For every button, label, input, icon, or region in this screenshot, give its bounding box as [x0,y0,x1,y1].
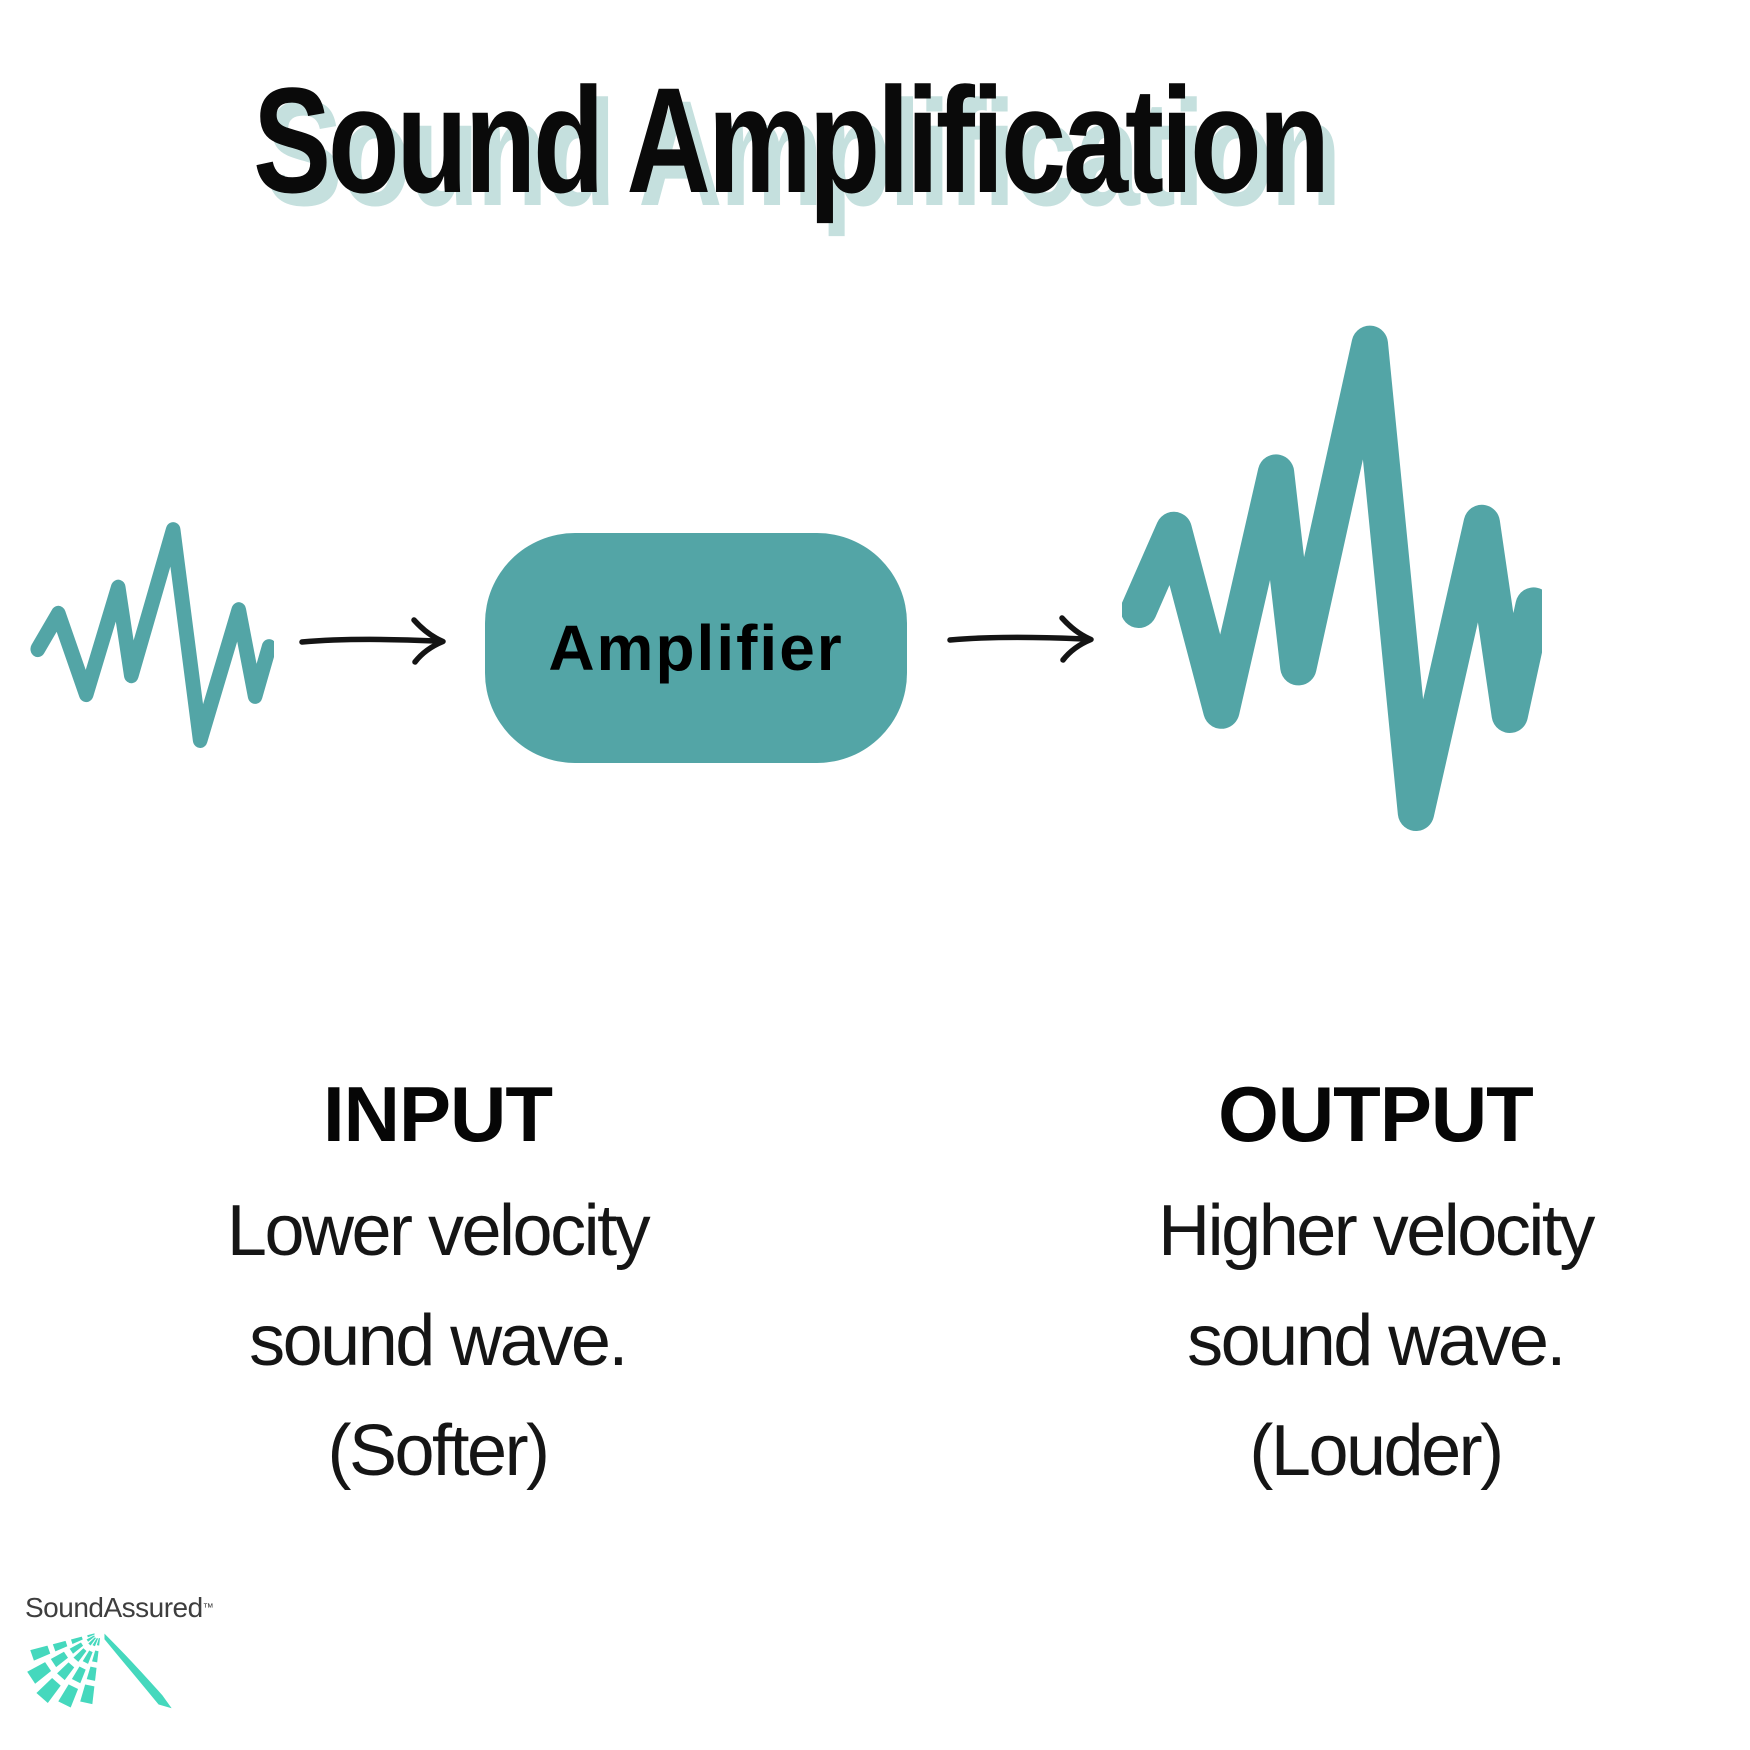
input-sound-wave-icon [30,522,274,748]
output-description: Higher velocity sound wave. (Louder) [1158,1190,1595,1491]
output-label-block: OUTPUT Higher velocity sound wave. (Loud… [1133,1068,1618,1506]
output-heading: OUTPUT [1218,1070,1534,1158]
amplifier-box: Amplifier [485,533,907,763]
amplifier-label: Amplifier [548,612,844,684]
input-label-block: INPUT Lower velocity sound wave. (Softer… [195,1068,680,1506]
input-heading: INPUT [323,1070,553,1158]
brand-pyramid-icon [27,1633,172,1709]
output-sound-wave-icon [1122,325,1542,831]
brand-name: SoundAssured [25,1592,203,1623]
page-title: Sound Amplification [253,56,1330,224]
arrow-amplifier-to-output-icon [947,615,1094,663]
input-description: Lower velocity sound wave. (Softer) [226,1190,651,1491]
trademark-symbol: ™ [202,1602,214,1614]
brand-logo: SoundAssured™ [25,1592,214,1624]
arrow-input-to-amplifier-icon [299,617,446,665]
